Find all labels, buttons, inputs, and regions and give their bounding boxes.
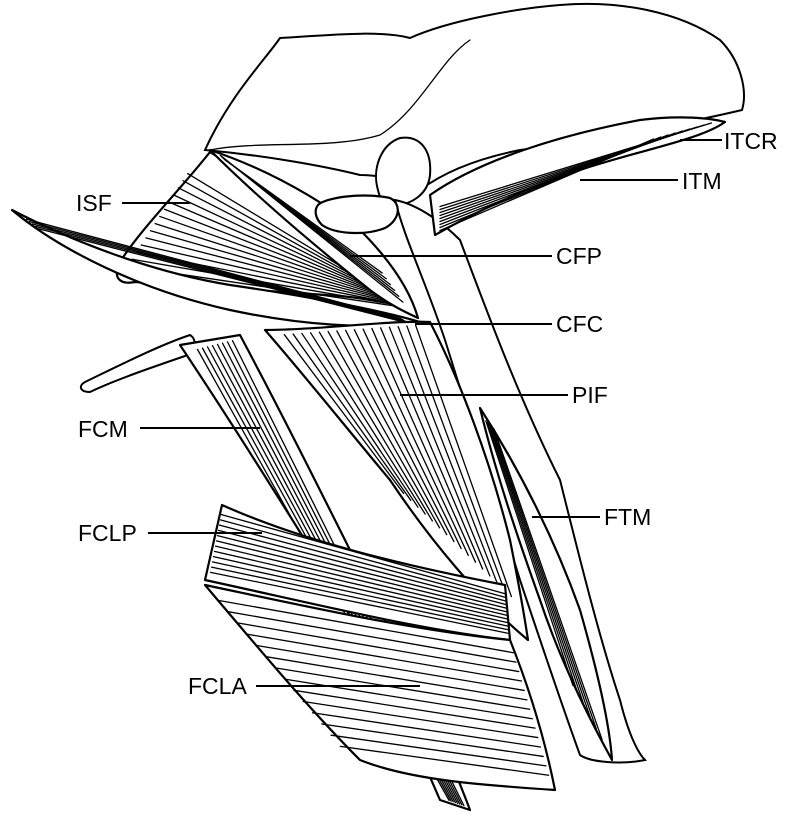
fcla-fiber — [237, 622, 520, 673]
itm-fiber — [439, 138, 655, 232]
isf-fiber — [163, 208, 391, 298]
fcla-fiber — [218, 599, 515, 654]
bone-shelf — [203, 2, 745, 192]
label-itcr: ITCR — [724, 128, 778, 154]
fcla-fiber — [293, 689, 536, 729]
isf-fiber — [159, 215, 393, 300]
label-pif: PIF — [572, 382, 608, 408]
pif-fiber — [336, 330, 448, 536]
ftm-fiber — [485, 420, 574, 687]
label-cfp: CFP — [556, 243, 602, 269]
fcla-fiber — [274, 667, 531, 710]
isf-fiber — [145, 237, 398, 303]
fclp-fiber — [212, 555, 508, 624]
cfc-fiber — [25, 218, 402, 320]
isf-fiber — [173, 194, 387, 296]
isf-fiber — [177, 187, 386, 294]
label-itm: ITM — [682, 168, 722, 194]
cfc-fiber — [37, 228, 410, 325]
ftm-fiber — [491, 426, 597, 730]
fcla-fiber — [246, 633, 523, 682]
bone-fragment — [314, 194, 399, 235]
fclp-fiber — [209, 571, 509, 634]
pif-fiber — [327, 330, 441, 529]
fcla-fiber — [339, 745, 550, 776]
pif-fiber — [283, 334, 405, 495]
label-fcm: FCM — [78, 416, 128, 442]
cfp-fiber — [223, 158, 383, 274]
pif-fiber — [292, 333, 412, 501]
fclp-fiber — [219, 519, 507, 599]
label-isf: ISF — [76, 190, 112, 216]
pif-fiber — [406, 325, 505, 591]
pif-fiber — [344, 329, 455, 543]
pif-fiber — [353, 329, 462, 550]
bone-shelf-fold — [209, 39, 471, 151]
ftm-fiber — [490, 425, 592, 719]
label-fcla: FCLA — [188, 673, 247, 699]
fclp-fiber — [215, 540, 508, 613]
pif-fiber — [362, 328, 469, 556]
ftm-fiber — [488, 423, 586, 708]
bone-rod — [79, 333, 196, 394]
cfc-fiber — [28, 220, 404, 321]
isf-fiber — [140, 244, 400, 305]
fclp-fiber — [217, 529, 507, 606]
fclp-fiber — [214, 545, 508, 616]
pif-fiber — [414, 324, 513, 598]
fclp-fiber — [210, 566, 509, 631]
pif-fiber — [379, 327, 484, 570]
isf-fiber — [154, 222, 395, 301]
fclp-fiber — [213, 550, 508, 620]
pif-fiber — [397, 325, 498, 584]
pif-fiber — [388, 326, 491, 577]
label-fclp: FCLP — [78, 520, 137, 546]
fclp-fiber — [211, 561, 509, 627]
pif-fiber — [318, 331, 433, 522]
fcla-fiber — [321, 723, 544, 758]
label-cfc: CFC — [556, 311, 604, 337]
pif-fiber — [371, 327, 477, 563]
fcla-fiber — [265, 656, 528, 701]
fcla-fiber — [311, 712, 542, 748]
pif-fiber — [309, 332, 426, 515]
ftm-fiber — [486, 421, 580, 697]
fcla-fiber — [256, 644, 525, 692]
fcla-fiber — [330, 734, 547, 767]
fclp-fiber — [220, 513, 506, 595]
fcla-fiber — [228, 611, 517, 663]
fclp-fiber — [218, 524, 507, 602]
muscle-cfp — [208, 148, 420, 320]
label-ftm: FTM — [604, 504, 652, 530]
pif-fiber — [301, 332, 419, 508]
fcla-fiber — [302, 700, 539, 739]
ftm-fiber — [493, 428, 603, 741]
cfc-fiber — [31, 223, 406, 322]
muscle-fcla — [203, 583, 557, 792]
cfc-fiber — [34, 225, 408, 323]
isf-fiber — [149, 230, 396, 302]
isf-fiber — [168, 201, 389, 297]
fclp-fiber — [216, 534, 507, 609]
